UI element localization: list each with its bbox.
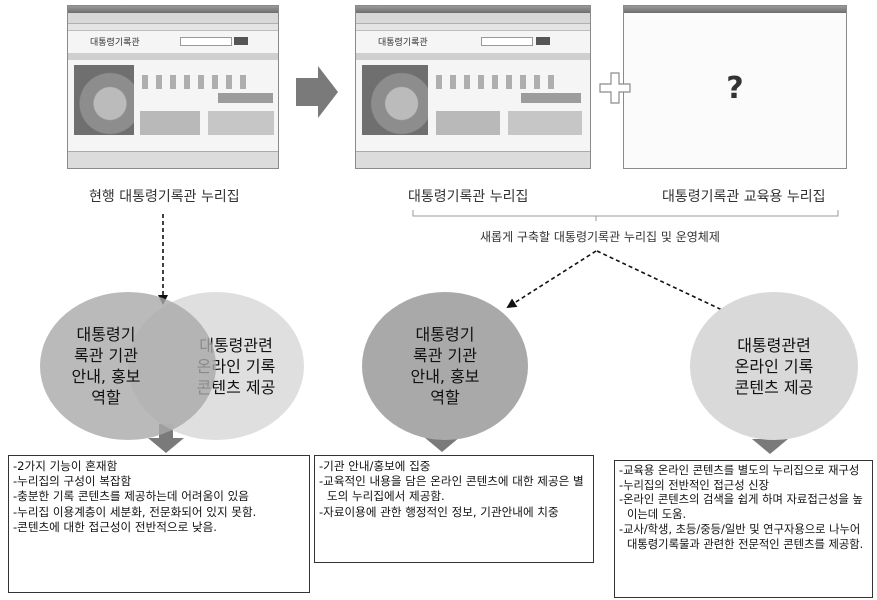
site-search-box xyxy=(481,37,533,46)
list-item: -2가지 기능이 혼재함 xyxy=(13,459,118,473)
list-item: -자료이용에 관한 행정적인 정보, 기관안내에 치중 xyxy=(319,504,559,519)
site-content-block xyxy=(140,111,200,135)
window-titlebar xyxy=(624,6,846,13)
list-item: -콘텐츠에 대한 접근성이 전반적으로 낮음. xyxy=(13,519,217,534)
right-arrow-icon xyxy=(296,66,338,118)
caption-new-system: 새롭게 구축할 대통령기록관 누리집 및 운영체제 xyxy=(480,230,720,244)
browser-tabs xyxy=(68,24,278,31)
site-banner-image xyxy=(74,65,134,135)
site-icon-row xyxy=(142,75,252,89)
site-content-block xyxy=(208,111,274,135)
screenshot-edu-site: ? xyxy=(623,5,847,169)
site-preview: 대통령기록관 xyxy=(68,31,278,151)
circle-light-content: 대통령관련 온라인 기록 콘텐츠 제공 xyxy=(690,292,858,440)
dashed-arrow-mid xyxy=(506,250,597,309)
dashed-arrow-right xyxy=(596,250,739,319)
site-nav-bar xyxy=(356,53,590,60)
site-content-block xyxy=(218,93,273,103)
site-icon-row xyxy=(436,75,556,89)
browser-toolbar xyxy=(356,13,590,24)
site-search-button xyxy=(536,37,550,45)
bracket-line xyxy=(412,210,839,221)
list-item: -교육용 온라인 콘텐츠를 별도의 누리집으로 재구성 xyxy=(619,464,860,477)
circle-dark-info: 대통령기 록관 기관 안내, 홍보 역할 xyxy=(40,292,216,440)
list-item: -누리집 이용계층이 세분화, 전문화되어 있지 못함. xyxy=(13,504,257,519)
circle-label: 대통령기 록관 기관 안내, 홍보 역할 xyxy=(71,325,141,407)
circle-label: 대통령관련 온라인 기록 콘텐츠 제공 xyxy=(734,335,814,397)
browser-toolbar xyxy=(68,13,278,24)
description-box-edu-site: -교육용 온라인 콘텐츠를 별도의 누리집으로 재구성 -누리집의 전반적인 접… xyxy=(614,460,873,598)
screenshot-new-site: 대통령기록관 xyxy=(355,5,591,169)
site-search-button xyxy=(234,37,248,45)
caption-current-site: 현행 대통령기록관 누리집 xyxy=(89,189,240,205)
site-content-block xyxy=(521,93,581,103)
description-box-new-site: -기관 안내/홍보에 집중 -교육적인 내용을 담은 온라인 콘텐츠에 대한 제… xyxy=(314,455,594,563)
site-logo: 대통령기록관 xyxy=(378,38,428,48)
site-content-block xyxy=(508,111,582,135)
site-search-box xyxy=(180,37,232,46)
list-item: -온라인 콘텐츠의 검색을 쉽게 하며 자료접근성을 높이는데 도움. xyxy=(619,493,863,522)
list-item: -충분한 기록 콘텐츠를 제공하는데 어려움이 있음 xyxy=(13,489,249,504)
site-content-block xyxy=(436,111,500,135)
screenshot-current-site: 대통령기록관 xyxy=(67,5,279,169)
site-preview: 대통령기록관 xyxy=(356,31,590,151)
circle-dark-info: 대통령기 록관 기관 안내, 홍보 역할 xyxy=(362,292,528,440)
site-banner-image xyxy=(362,65,428,135)
caption-edu-site: 대통령기록관 교육용 누리집 xyxy=(662,189,826,205)
site-nav-bar xyxy=(68,53,278,60)
list-item: -기관 안내/홍보에 집중 xyxy=(319,459,431,473)
list-item: -교사/학생, 초등/중등/일반 및 연구자용으로 나누어 대통령기록물과 관련… xyxy=(619,522,864,551)
blank-window-body: ? xyxy=(624,13,846,168)
list-item: -누리집의 전반적인 접근성 신장 xyxy=(619,478,769,492)
window-titlebar xyxy=(356,6,590,13)
list-item: -교육적인 내용을 담은 온라인 콘텐츠에 대한 제공은 별도의 누리집에서 제… xyxy=(319,474,584,504)
description-box-current: -2가지 기능이 혼재함 -누리집의 구성이 복잡함 -충분한 기록 콘텐츠를 … xyxy=(8,455,310,593)
site-footer xyxy=(68,151,278,168)
caption-new-site: 대통령기록관 누리집 xyxy=(408,189,529,205)
list-item: -누리집의 구성이 복잡함 xyxy=(13,474,132,489)
question-mark: ? xyxy=(726,71,744,106)
site-footer xyxy=(356,151,590,168)
browser-tabs xyxy=(356,24,590,31)
site-logo: 대통령기록관 xyxy=(90,38,140,48)
window-titlebar xyxy=(68,6,278,13)
circle-label: 대통령기 록관 기관 안내, 홍보 역할 xyxy=(410,325,480,407)
